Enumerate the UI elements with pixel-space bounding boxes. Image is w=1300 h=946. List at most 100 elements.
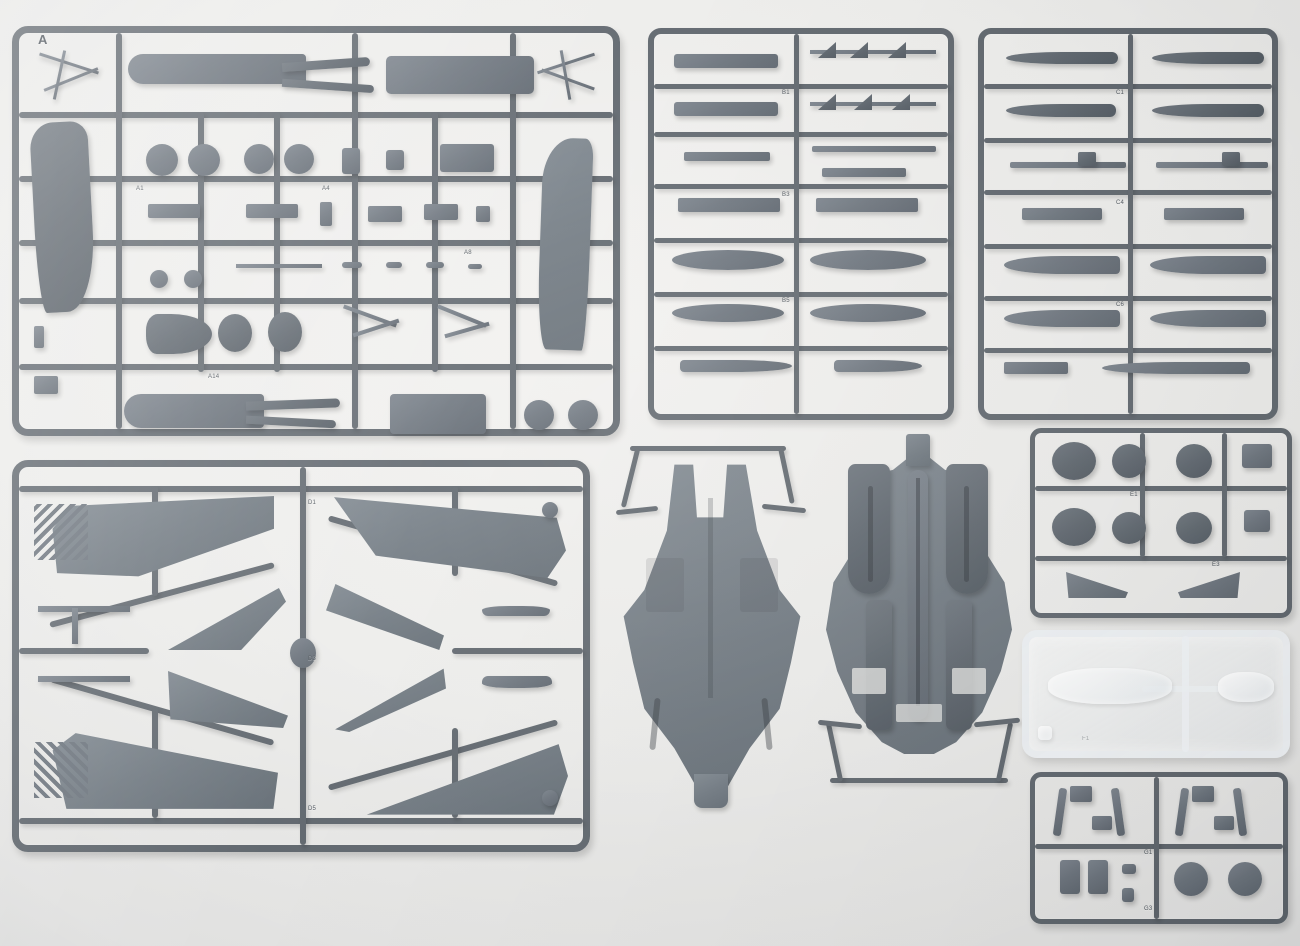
part-fin-stub — [906, 434, 930, 466]
runner-bar — [510, 33, 516, 429]
part-number-tag: D5 — [308, 806, 317, 812]
part-lens-transparent — [1038, 726, 1052, 740]
detail-centre-groove — [916, 478, 920, 706]
sprue-f-clear-canopy: F1 — [1022, 630, 1290, 758]
part-wheel-disc — [150, 270, 168, 288]
part-wheel-disc — [188, 144, 220, 176]
part-number-tag: C4 — [1116, 200, 1125, 206]
part-drop-tank — [672, 250, 784, 270]
part-antenna — [468, 264, 482, 269]
part-missile-body — [834, 360, 922, 372]
part-drop-tank — [810, 304, 926, 322]
runner-bar — [654, 84, 948, 89]
part-missile-fin — [810, 102, 936, 106]
runner-bar — [1035, 556, 1287, 561]
part-wheel-disc — [568, 400, 598, 430]
part-rocket-pod — [1156, 162, 1268, 168]
sprue-g-landing-gear: G1 G3 — [1030, 772, 1288, 924]
runner-bar — [432, 112, 438, 372]
part-intake-lip — [1176, 512, 1212, 544]
part-airbrake-panel — [482, 606, 550, 616]
sprue-a-fuselage-detail: A — [12, 26, 620, 436]
part-rocket-fin — [1078, 152, 1096, 166]
part-gear-bay-frame — [38, 606, 130, 612]
runner-bar — [630, 446, 786, 451]
runner-bar — [830, 778, 1008, 783]
part-small-box — [476, 206, 490, 222]
runner-bar — [1154, 777, 1159, 919]
detail-gear-bay — [896, 704, 942, 722]
part-engine-nacelle-right — [946, 464, 988, 594]
part-pylon — [674, 54, 778, 68]
part-sprue-boss — [290, 638, 316, 668]
part-fuselage-spine — [128, 54, 306, 84]
part-guided-bomb — [1006, 104, 1116, 117]
part-pylon — [684, 152, 770, 161]
part-rocket-fin — [1222, 152, 1240, 166]
part-pylon-adapter — [1022, 208, 1102, 220]
part-number-tag: A8 — [464, 250, 472, 256]
runner-bar — [19, 176, 613, 182]
part-centre-ridge — [908, 470, 928, 720]
part-missile-fin — [810, 50, 936, 54]
part-pylon-adapter — [678, 198, 780, 212]
sprue-b-ordnance-left: B1 B3 B5 — [648, 28, 954, 420]
part-number-tag: D1 — [308, 500, 317, 506]
part-seat-panel — [424, 204, 458, 220]
part-drop-tank — [672, 304, 784, 322]
part-guided-bomb — [1006, 52, 1118, 64]
runner-bar — [452, 728, 458, 818]
part-wing-serration — [34, 504, 88, 560]
part-exhaust-nozzle — [1176, 444, 1212, 478]
part-locating-pin — [542, 502, 558, 518]
runner-bar — [1035, 486, 1287, 491]
runner-bar — [654, 292, 948, 297]
runner-bar — [19, 298, 613, 304]
runner-bar — [817, 719, 863, 730]
part-radome-nosecone — [146, 314, 212, 354]
part-main-wheel — [1174, 862, 1208, 896]
part-main-wheel — [1228, 862, 1262, 896]
part-missile-body — [1004, 310, 1120, 327]
sprue-frame — [978, 28, 1278, 420]
part-intake-lip — [1052, 508, 1096, 546]
part-small-box — [320, 202, 332, 226]
runner-bar — [19, 648, 149, 654]
detail-panel-line — [646, 558, 684, 612]
part-number-tag: B3 — [782, 192, 790, 198]
part-wheel-disc — [284, 144, 314, 174]
runner-bar — [274, 112, 280, 372]
runner-bar — [615, 505, 659, 516]
sprue-corner-letter-a: A — [38, 32, 48, 47]
part-small-box — [440, 144, 494, 172]
part-gear-door — [1214, 816, 1234, 830]
part-exhaust-nozzle — [1052, 442, 1096, 480]
part-missile-body — [1004, 256, 1120, 274]
part-tail-boom-left — [866, 600, 892, 730]
part-intake-ramp — [1242, 444, 1272, 468]
part-intake-trunk — [268, 312, 302, 352]
part-wheel-disc — [146, 144, 178, 176]
part-small-box — [386, 150, 404, 170]
runner-bar — [352, 33, 358, 429]
part-small-detail — [1244, 510, 1270, 532]
part-gear-link — [1122, 888, 1134, 902]
detail-panel-line — [740, 558, 778, 612]
part-pylon — [674, 102, 778, 116]
runner-bar — [1140, 433, 1145, 557]
part-number-tag: A4 — [322, 186, 330, 192]
runner-bar — [654, 346, 948, 351]
part-pylon — [1004, 362, 1068, 374]
sprue-frame — [1030, 428, 1292, 618]
part-wheel-disc — [184, 270, 202, 288]
part-vertical-fin — [536, 137, 594, 351]
part-number-tag: B1 — [782, 90, 790, 96]
part-wheel-disc — [244, 144, 274, 174]
clear-runner-bar — [1142, 686, 1226, 692]
runner-bar — [19, 112, 613, 118]
runner-bar — [794, 34, 799, 414]
part-wing-serration — [34, 742, 88, 798]
runner-bar — [654, 238, 948, 243]
sprue-frame — [1030, 772, 1288, 924]
part-antenna — [236, 264, 322, 268]
